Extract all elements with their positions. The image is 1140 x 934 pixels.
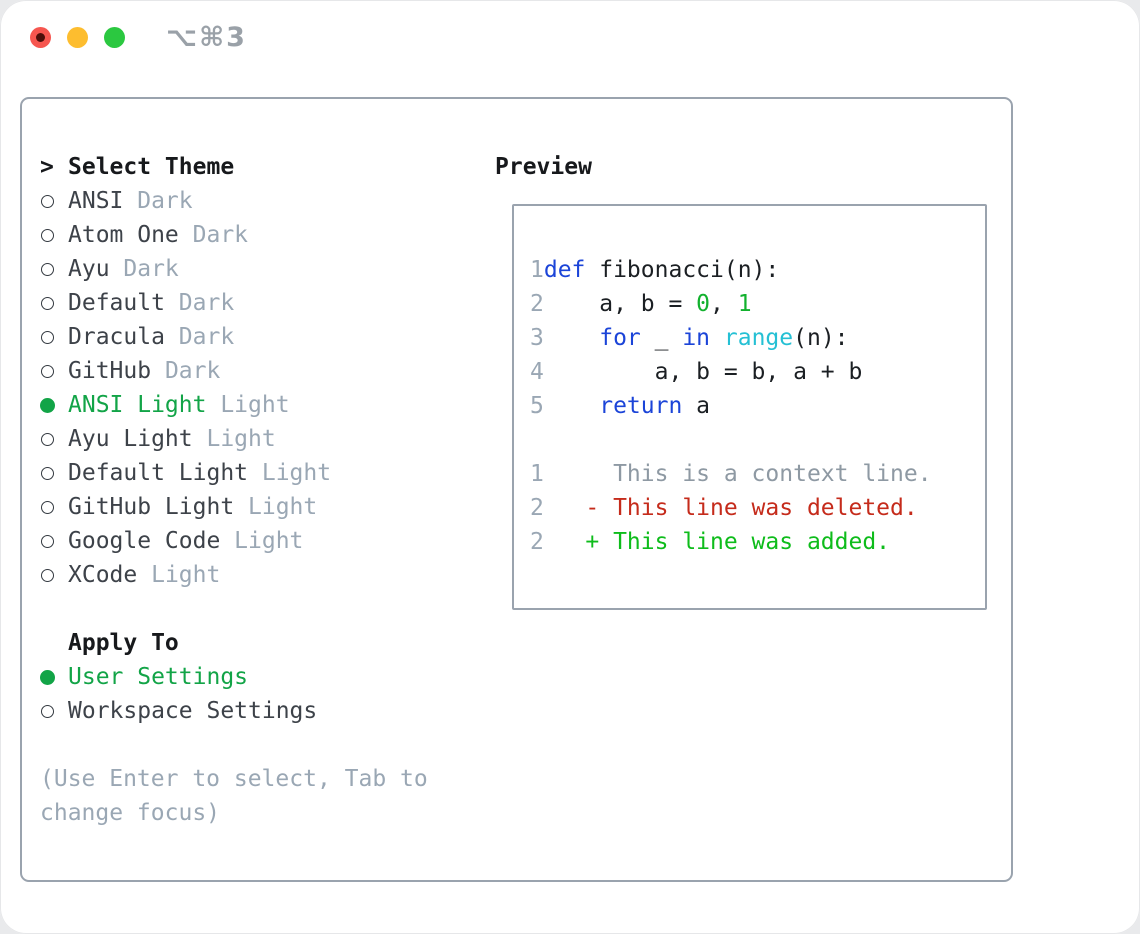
list-item[interactable]: User Settings [40,660,428,694]
list-item[interactable]: XCode Light [40,558,428,592]
spacer [40,728,428,762]
select-theme-header: > Select Theme [40,150,428,184]
radio-unselected-icon[interactable] [40,568,68,582]
item-variant-label: Dark [123,256,179,282]
traffic-lights [30,27,125,48]
item-label: Atom One [68,222,179,248]
list-item[interactable]: Ayu Light Light [40,422,428,456]
cursor-icon: > [40,154,54,180]
item-variant-label: Light [248,494,318,520]
item-variant-label: Light [206,426,276,452]
item-variant-label: Light [220,392,290,418]
list-item[interactable]: Google Code Light [40,524,428,558]
line-number: 4 [530,359,544,385]
line-number: 2 [530,291,544,317]
line-number: 5 [530,393,544,419]
radio-unselected-icon[interactable] [40,262,68,276]
code-line: 3 for _ in range(n): [530,325,849,351]
list-item[interactable]: Workspace Settings [40,694,428,728]
apply-to-header-label: Apply To [68,630,179,656]
item-variant-label: Light [234,528,304,554]
item-label: Ayu Light [68,426,193,452]
code-preview: 1 def fibonacci(n): 2 a, b = 0, 1 3 for _ … [530,253,932,559]
item-variant-label: Light [151,562,221,588]
list-item[interactable]: ANSI Dark [40,184,428,218]
list-item[interactable]: Dracula Dark [40,320,428,354]
item-label: XCode [68,562,138,588]
code-line: 2 a, b = 0, 1 [530,291,752,317]
item-label: GitHub [68,358,152,384]
minimize-button[interactable] [67,27,88,48]
list-item[interactable]: ANSI Light Light [40,388,428,422]
spacer [40,592,428,626]
code-line: 4 a, b = b, a + b [530,359,863,385]
item-variant-label: Dark [137,188,193,214]
item-label: ANSI [68,188,124,214]
code-line: 1 def fibonacci(n): [530,257,780,283]
list-item[interactable]: Atom One Dark [40,218,428,252]
window-title: ⌥⌘3 [166,22,247,53]
item-label: GitHub Light [68,494,235,520]
select-theme-header-label: Select Theme [68,154,235,180]
item-variant-label: Dark [178,290,235,316]
line-number: 1 [530,461,544,487]
line-number: 3 [530,325,544,351]
line-number: 2 [530,529,544,555]
line-number: 1 [530,257,544,283]
item-label: Default Light [68,460,249,486]
close-dot-icon [36,33,45,42]
help-text-line-2: change focus) [40,800,221,826]
list-item[interactable]: GitHub Light Light [40,490,428,524]
list-item[interactable]: Default Dark [40,286,428,320]
line-number: 2 [530,495,544,521]
item-label: Dracula [68,324,165,350]
radio-unselected-icon[interactable] [40,500,68,514]
item-variant-label: Dark [164,358,221,384]
item-label: Google Code [68,528,221,554]
list-item[interactable]: Ayu Dark [40,252,428,286]
item-variant-label: Dark [178,324,235,350]
code-line: 1 This is a context line. [530,461,932,487]
radio-unselected-icon[interactable] [40,432,68,446]
code-line [530,423,932,457]
radio-unselected-icon[interactable] [40,704,68,718]
code-line: 5 return a [530,393,711,419]
preview-box: 1 def fibonacci(n): 2 a, b = 0, 1 3 for _ … [512,204,987,610]
close-button[interactable] [30,27,51,48]
help-text-line-1: (Use Enter to select, Tab to [40,766,428,792]
code-line: 2 + This line was added. [530,529,891,555]
apply-to-header: Apply To [40,626,428,660]
list-item[interactable]: GitHub Dark [40,354,428,388]
item-label: Default [68,290,165,316]
zoom-button[interactable] [104,27,125,48]
radio-selected-icon[interactable] [40,397,68,413]
radio-unselected-icon[interactable] [40,466,68,480]
radio-unselected-icon[interactable] [40,330,68,344]
item-label: Workspace Settings [68,698,318,724]
item-variant-label: Light [261,460,332,486]
radio-unselected-icon[interactable] [40,534,68,548]
radio-unselected-icon[interactable] [40,364,68,378]
radio-unselected-icon[interactable] [40,228,68,242]
code-line: 2 - This line was deleted. [530,495,918,521]
item-variant-label: Dark [192,222,249,248]
item-label: User Settings [68,664,249,690]
radio-selected-icon[interactable] [40,669,68,685]
radio-unselected-icon[interactable] [40,194,68,208]
list-item[interactable]: Default Light Light [40,456,428,490]
radio-unselected-icon[interactable] [40,296,68,310]
item-label: ANSI Light [68,392,207,418]
preview-header: Preview [495,154,592,180]
item-label: Ayu [68,256,110,282]
